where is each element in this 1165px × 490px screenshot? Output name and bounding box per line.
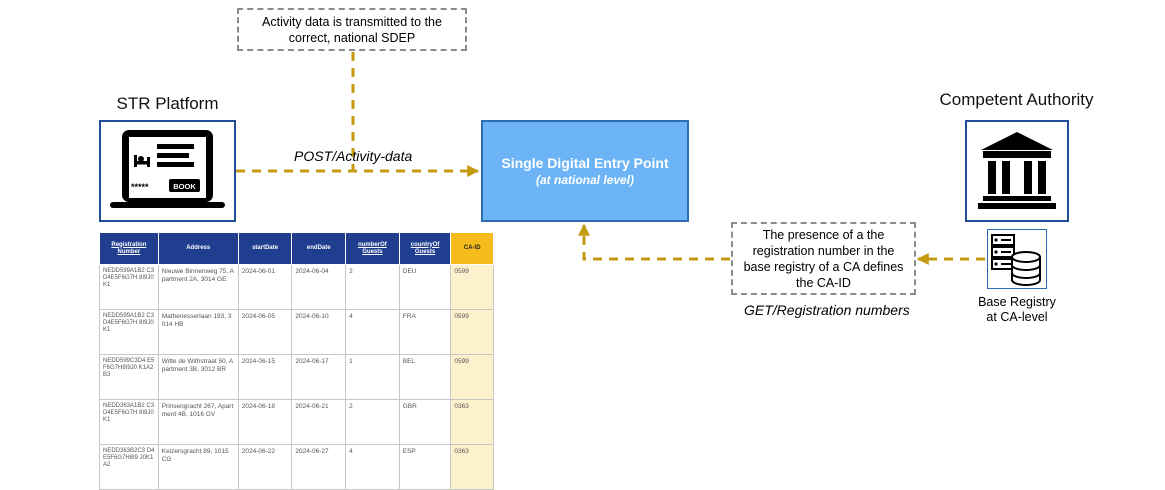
base-registry-label-line2: at CA-level	[986, 310, 1048, 324]
cell-ca-id: 0363	[450, 399, 494, 445]
table-row: NEDD599C3D4 E5F6G7H8I9J0 K1A2B3 Witte de…	[99, 354, 494, 400]
cell-address: Nieuwe Binnenweg 75, Apartment 2A, 3014 …	[157, 264, 239, 310]
cell-end-date: 2024-06-27	[291, 444, 347, 490]
ca-id-note-text: The presence of a the registration numbe…	[743, 227, 904, 290]
get-arrow	[578, 223, 730, 261]
cell-country-of-guests: GBR	[398, 399, 452, 445]
header-end-date: endDate	[291, 232, 347, 265]
cell-registration-number: NEDD599A1B2 C3D4E5F6G7H 8I9J0K1	[99, 264, 159, 310]
cell-number-of-guests: 2	[345, 399, 400, 445]
header-number-of-guests: numberOf Guests	[345, 232, 400, 265]
cell-address: Keizersgracht 89, 1015 CG	[157, 444, 239, 490]
table-header-row: Registration Number Address startDate en…	[99, 232, 494, 265]
cell-country-of-guests: FRA	[398, 309, 452, 355]
cell-start-date: 2024-06-01	[237, 264, 293, 310]
cell-start-date: 2024-06-15	[237, 354, 293, 400]
base-registry-icon-frame	[987, 229, 1047, 289]
header-country-of-guests: countryOf Guests	[398, 232, 452, 265]
table-row: NEDD363A1B2 C3D4E5F6G7H 8I9J0K1 Prinseng…	[99, 399, 494, 445]
cell-registration-number: NEDD363A1B2 C3D4E5F6G7H 8I9J0K1	[99, 399, 159, 445]
get-registration-label: GET/Registration numbers	[744, 302, 910, 318]
cell-ca-id: 0599	[450, 354, 494, 400]
header-start-date: startDate	[237, 232, 293, 265]
ca-id-note: The presence of a the registration numbe…	[731, 222, 916, 295]
cell-number-of-guests: 4	[345, 309, 400, 355]
database-server-icon	[991, 234, 1041, 286]
cell-start-date: 2024-06-18	[237, 399, 293, 445]
str-platform-title: STR Platform	[116, 94, 219, 113]
base-registry-label: Base Registry at CA-level	[963, 295, 1071, 325]
top-note: Activity data is transmitted to the corr…	[237, 8, 467, 51]
laptop-booking-icon: ***** BOOK	[110, 130, 225, 208]
cell-start-date: 2024-06-05	[237, 309, 293, 355]
connector-layer	[236, 52, 985, 265]
cell-address: Mathenesserlaan 193, 3014 HB	[157, 309, 239, 355]
table-row: NEDD363B2C3 D4E5F6G7H8I9 J0K1A2 Keizersg…	[99, 444, 494, 490]
header-ca-id: CA-ID	[450, 232, 494, 265]
cell-ca-id: 0599	[450, 264, 494, 310]
sdep-box: Single Digital Entry Point (at national …	[481, 120, 689, 222]
rating-stars: *****	[131, 182, 149, 192]
cell-registration-number: NEDD363B2C3 D4E5F6G7H8I9 J0K1A2	[99, 444, 159, 490]
cell-number-of-guests: 2	[345, 264, 400, 310]
top-note-text: Activity data is transmitted to the corr…	[262, 14, 442, 45]
cell-address: Witte de Withstraat 50, Apartment 3B, 30…	[157, 354, 239, 400]
cell-end-date: 2024-06-10	[291, 309, 347, 355]
cell-country-of-guests: BEL	[398, 354, 452, 400]
cell-end-date: 2024-06-17	[291, 354, 347, 400]
cell-number-of-guests: 4	[345, 444, 400, 490]
cell-start-date: 2024-06-22	[237, 444, 293, 490]
cell-ca-id: 0599	[450, 309, 494, 355]
competent-authority-icon-frame	[965, 120, 1069, 222]
str-platform-icon-frame: ***** BOOK	[99, 120, 236, 222]
table-row: NEDD599A1B2 C3D4E5F6G7H 8I9J0K1 Nieuwe B…	[99, 264, 494, 310]
cell-number-of-guests: 1	[345, 354, 400, 400]
cell-registration-number: NEDD599C3D4 E5F6G7H8I9J0 K1A2B3	[99, 354, 159, 400]
post-activity-label: POST/Activity-data	[294, 148, 413, 164]
sdep-subtitle: (at national level)	[535, 173, 635, 187]
cell-end-date: 2024-06-04	[291, 264, 347, 310]
book-button-label: BOOK	[173, 182, 196, 191]
base-registry-label-line1: Base Registry	[978, 295, 1056, 309]
government-building-icon	[978, 132, 1056, 209]
header-address: Address	[157, 232, 239, 265]
sdep-title: Single Digital Entry Point	[501, 155, 669, 171]
registration-table: Registration Number Address startDate en…	[99, 232, 494, 490]
cell-ca-id: 0363	[450, 444, 494, 490]
cell-address: Prinsengracht 267, Apartment 4B, 1016 GV	[157, 399, 239, 445]
cell-country-of-guests: ESP	[398, 444, 452, 490]
table-row: NEDD599A1B2 C3D4E5F6G7H 8I9J0K1 Mathenes…	[99, 309, 494, 355]
cell-end-date: 2024-06-21	[291, 399, 347, 445]
cell-country-of-guests: DEU	[398, 264, 452, 310]
competent-authority-title: Competent Authority	[939, 90, 1094, 109]
cell-registration-number: NEDD599A1B2 C3D4E5F6G7H 8I9J0K1	[99, 309, 159, 355]
header-registration-number: Registration Number	[99, 232, 159, 265]
